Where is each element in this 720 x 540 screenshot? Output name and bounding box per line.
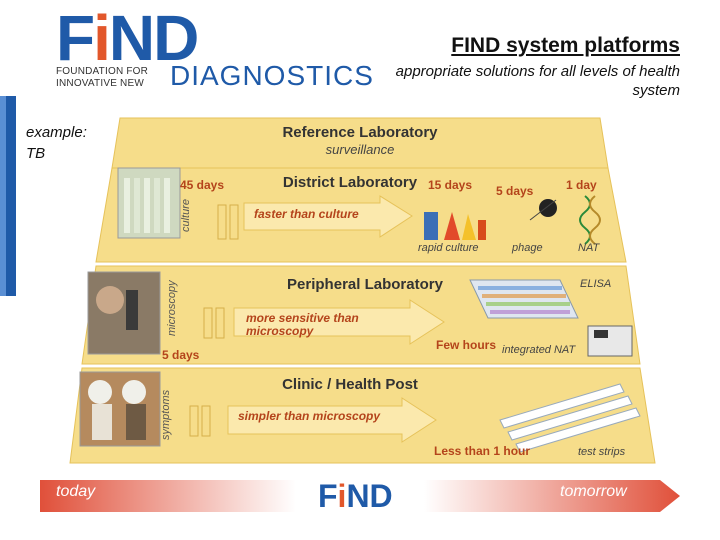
caption-rapid-culture: rapid culture xyxy=(418,242,479,254)
rapid-culture-image xyxy=(424,212,486,240)
arrow-clinic-text: simpler than microscopy xyxy=(238,409,381,423)
arrow-peripheral xyxy=(233,299,445,345)
logo-diagnostics-text: DIAGNOSTICS xyxy=(170,60,374,91)
find-logo-bottom: FiND xyxy=(318,478,393,514)
caption-phage: phage xyxy=(512,242,543,254)
caption-test-strips: test strips xyxy=(578,446,626,458)
find-logo: FiND xyxy=(56,2,199,74)
tier-reference-sub: surveillance xyxy=(325,142,395,157)
example-label: example: TB xyxy=(26,124,87,162)
days-5-peripheral: 5 days xyxy=(162,348,200,362)
tier-clinic-label: Clinic / Health Post xyxy=(282,376,418,393)
clinic-photo xyxy=(79,371,161,447)
bar-mark xyxy=(201,405,211,437)
days-5: 5 days xyxy=(496,184,534,198)
phage-image xyxy=(529,199,557,221)
tomorrow-label: tomorrow xyxy=(560,483,627,500)
less-than-hour-label: Less than 1 hour xyxy=(434,444,531,458)
tier-reference-label: Reference Laboratory xyxy=(282,124,438,141)
bar-mark xyxy=(217,204,227,240)
left-accent-bar-inner xyxy=(0,96,6,296)
arrow-district xyxy=(243,195,413,238)
logo-foundation-text: FOUNDATION FOR INNOVATIVE NEW xyxy=(56,66,149,89)
tier-district-label: District Laboratory xyxy=(282,174,418,191)
arrow-clinic xyxy=(227,397,437,443)
bar-mark xyxy=(229,204,239,240)
arrow-district-text: faster than culture xyxy=(254,207,359,221)
few-hours-label: Few hours xyxy=(436,338,497,352)
days-45: 45 days xyxy=(180,178,225,192)
caption-elisa: ELISA xyxy=(580,278,612,290)
tier-peripheral-label: Peripheral Laboratory xyxy=(287,276,443,293)
caption-integrated-nat: integrated NAT xyxy=(502,344,576,356)
integrated-nat-device xyxy=(587,325,633,357)
page-subtitle: appropriate solutions for all levels of … xyxy=(395,63,680,99)
culture-tubes-image xyxy=(117,167,181,239)
days-1: 1 day xyxy=(566,178,597,192)
today-label: today xyxy=(56,483,96,500)
bar-mark xyxy=(203,307,213,339)
days-15: 15 days xyxy=(428,178,473,192)
bar-mark xyxy=(189,405,199,437)
caption-nat: NAT xyxy=(578,242,600,254)
page-title: FIND system platforms xyxy=(451,34,680,57)
arrow-peripheral-text: more sensitive than microscopy xyxy=(246,311,359,338)
bar-mark xyxy=(215,307,225,339)
microscope-photo xyxy=(87,271,161,355)
nat-dna-image xyxy=(579,195,601,245)
elisa-plate-image xyxy=(469,279,579,319)
test-strips-image xyxy=(499,383,641,453)
